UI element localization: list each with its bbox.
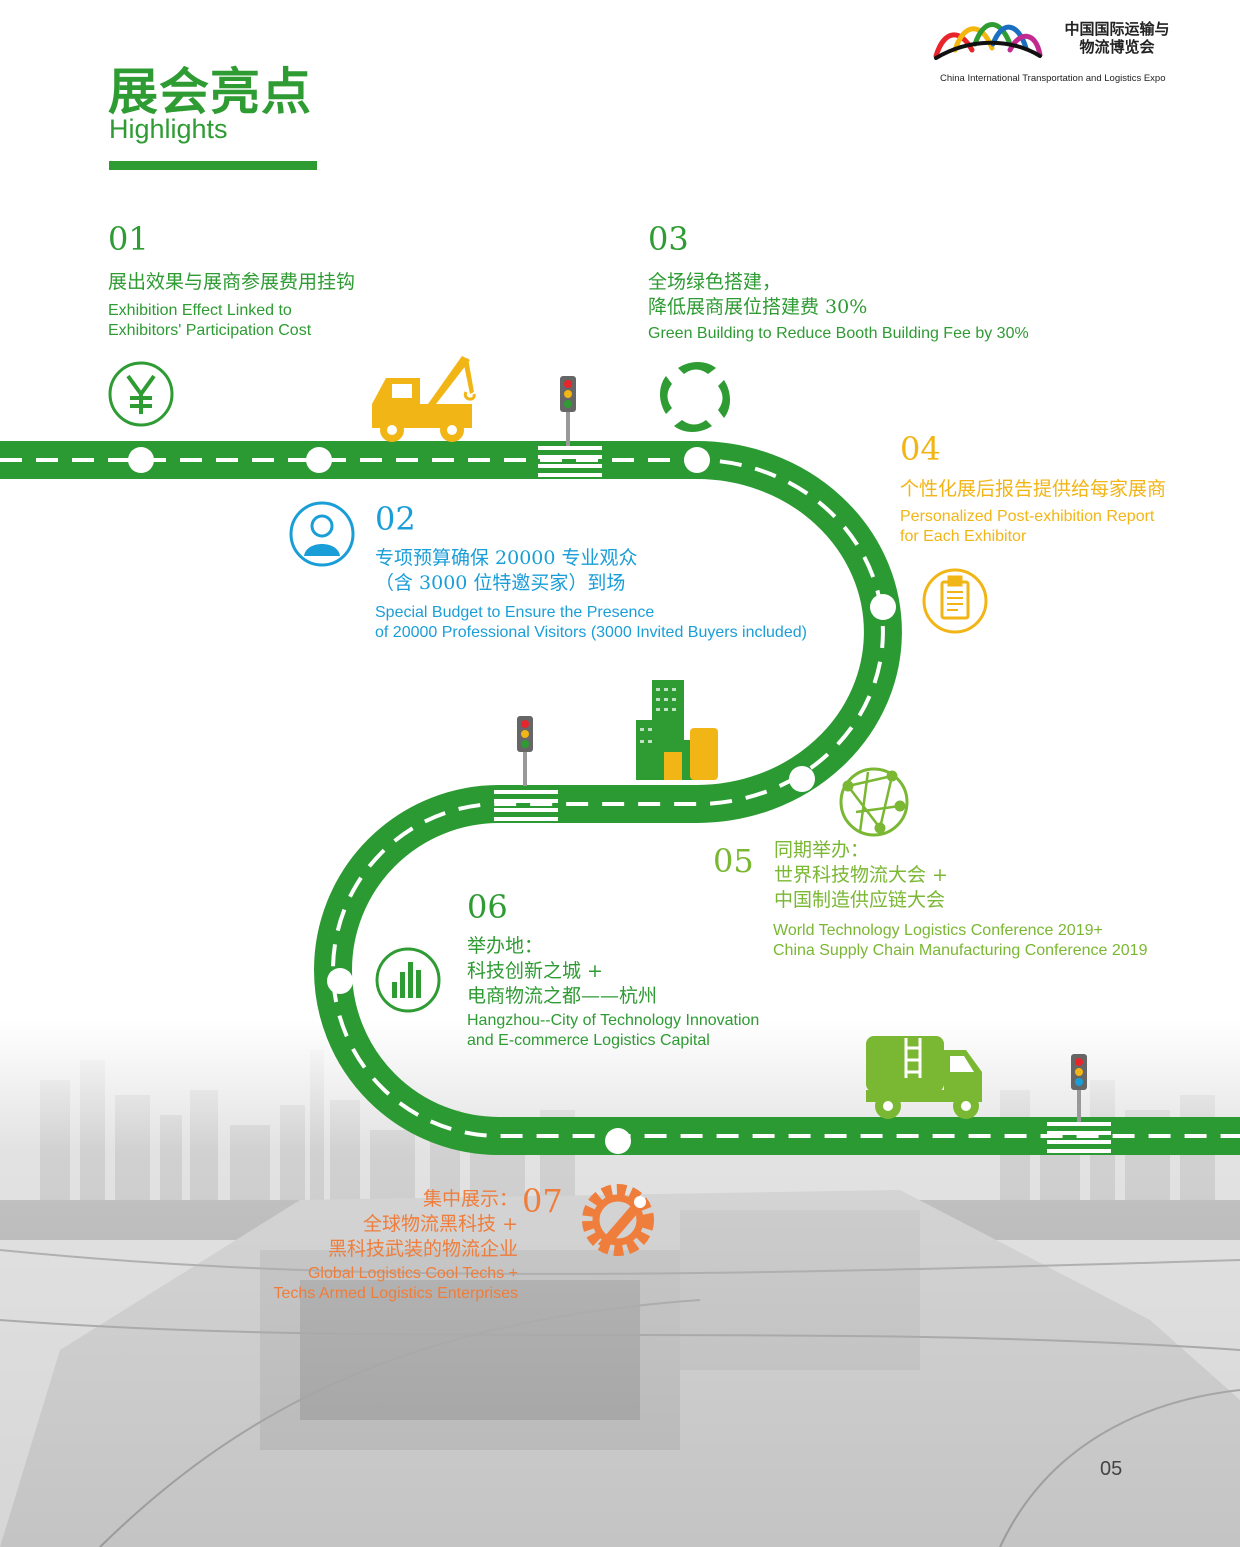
highlight-02-en: Special Budget to Ensure the Presence of… (375, 603, 807, 643)
highlight-cn-line: 黑科技武装的物流企业 (327, 1238, 518, 1260)
highlight-02-number: 02 (375, 500, 416, 538)
highlight-04-cn: 个性化展后报告提供给每家展商 (900, 477, 1166, 502)
highlight-en-line: World Technology Logistics Conference 20… (773, 922, 1103, 939)
highlight-cn-line: 举办地： (467, 935, 544, 957)
highlight-en-line: Green Building to Reduce Booth Building … (648, 325, 1029, 342)
title-underline (109, 161, 317, 170)
city-background (0, 1020, 1240, 1547)
highlight-cn-line: 世界科技物流大会 + (774, 864, 948, 886)
traffic-light-icon (517, 716, 533, 786)
highlight-06-cn: 举办地： 科技创新之城 + 电商物流之都——杭州 (467, 934, 657, 1009)
road-dashes (0, 458, 1240, 1138)
highlight-cn-line: （含 3000 位特邀买家）到场 (375, 572, 626, 594)
clipboard-icon (922, 568, 988, 634)
highlight-04-number: 04 (900, 430, 941, 468)
yen-icon (108, 361, 174, 427)
highlight-cn-line: 同期举办： (774, 839, 870, 861)
highlight-01-number: 01 (108, 220, 149, 258)
highlight-en-line: Hangzhou--City of Technology Innovation (467, 1012, 760, 1029)
traffic-light-icon (560, 376, 576, 446)
highlight-01-en: Exhibition Effect Linked to Exhibitors' … (108, 301, 311, 341)
highlight-en-line: for Each Exhibitor (900, 528, 1027, 545)
highlight-cn-line: 专项预算确保 20000 专业观众 (375, 547, 638, 569)
traffic-light-icon (1071, 1054, 1087, 1122)
buildings-icon (636, 680, 718, 780)
page-subtitle: Highlights (109, 114, 228, 144)
highlight-07-cn: 集中展示： 全球物流黑科技 + 黑科技武装的物流企业 (218, 1187, 518, 1262)
logo-cn-name: 中国国际运输与 物流博览会 (1057, 20, 1177, 56)
highlight-en-line: and E-commerce Logistics Capital (467, 1032, 710, 1049)
highlight-en-line: Exhibitors' Participation Cost (108, 322, 312, 339)
bar-chart-icon (375, 947, 441, 1013)
tanker-truck-icon (866, 1036, 982, 1119)
highlight-cn-line: 集中展示： (422, 1188, 518, 1210)
expo-logo (933, 22, 1043, 60)
highlight-01-cn: 展出效果与展商参展费用挂钩 (108, 270, 355, 295)
highlight-03-cn: 全场绿色搭建， 降低展商展位搭建费 30% (648, 270, 867, 320)
highlight-en-line: Special Budget to Ensure the Presence (375, 604, 655, 621)
highlight-07-en: Global Logistics Cool Techs + Techs Arme… (218, 1264, 518, 1304)
highlight-03-number: 03 (648, 220, 689, 258)
highlight-en-line: Global Logistics Cool Techs + (307, 1265, 518, 1282)
highlight-07-number: 07 (522, 1182, 563, 1220)
highlight-cn-line: 全场绿色搭建， (648, 271, 782, 293)
page-title: 展会亮点 (108, 63, 312, 121)
highlight-cn-line: 个性化展后报告提供给每家展商 (900, 478, 1167, 500)
highlight-02-cn: 专项预算确保 20000 专业观众 （含 3000 位特邀买家）到场 (375, 546, 638, 596)
highlight-05-en: World Technology Logistics Conference 20… (773, 921, 1147, 961)
highlight-cn-line: 科技创新之城 + (467, 960, 603, 982)
highlight-06-en: Hangzhou--City of Technology Innovation … (467, 1011, 759, 1051)
highlight-en-line: Personalized Post-exhibition Report (900, 508, 1155, 525)
highlight-cn-line: 展出效果与展商参展费用挂钩 (108, 271, 356, 293)
highlight-03-en: Green Building to Reduce Booth Building … (648, 324, 1029, 344)
globe-icon (839, 767, 909, 837)
logo-cn-line2: 物流博览会 (1079, 38, 1155, 56)
highlight-en-line: of 20000 Professional Visitors (3000 Inv… (375, 624, 807, 641)
highlight-cn-line: 中国制造供应链大会 (774, 889, 946, 911)
logo-en-name: China International Transportation and L… (940, 73, 1166, 84)
highlight-cn-line: 电商物流之都——杭州 (467, 985, 658, 1007)
highlight-en-line: Techs Armed Logistics Enterprises (273, 1285, 518, 1302)
logo-cn-line1: 中国国际运输与 (1064, 20, 1170, 38)
recycle-icon (660, 362, 730, 432)
highlight-05-number: 05 (713, 842, 754, 880)
highlight-cn-line: 全球物流黑科技 + (363, 1213, 518, 1235)
highlight-04-en: Personalized Post-exhibition Report for … (900, 507, 1154, 547)
highlight-05-cn: 同期举办： 世界科技物流大会 + 中国制造供应链大会 (774, 838, 948, 913)
highlight-en-line: China Supply Chain Manufacturing Confere… (773, 942, 1148, 959)
crane-truck-icon (372, 356, 476, 442)
highlight-06-number: 06 (467, 888, 508, 926)
milestone-dots (128, 447, 896, 1154)
crosswalks (494, 446, 1111, 1153)
gear-wrench-icon (582, 1184, 654, 1256)
highlight-en-line: Exhibition Effect Linked to (108, 302, 292, 319)
person-icon (289, 501, 355, 567)
page-number: 05 (1100, 1458, 1123, 1480)
highlight-cn-line: 降低展商展位搭建费 30% (648, 296, 868, 318)
